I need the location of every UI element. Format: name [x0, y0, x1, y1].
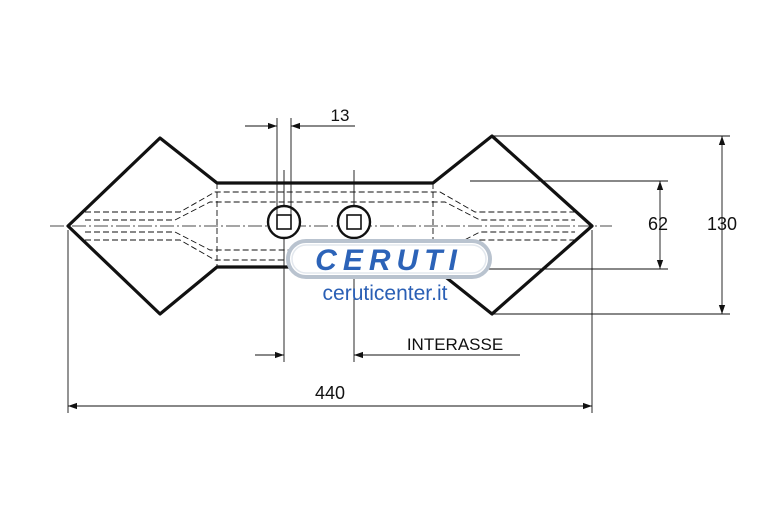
thickness-dimension	[245, 118, 355, 215]
ceruti-logo-text: CERUTI	[315, 244, 463, 277]
outer-height-value: 130	[707, 214, 737, 234]
inner-height-dimension	[470, 180, 668, 270]
inner-height-value: 62	[648, 214, 668, 234]
outer-height-dimension	[492, 135, 730, 315]
ceruti-logo: CERUTI	[286, 239, 492, 279]
mounting-hole-right	[336, 204, 372, 240]
thickness-value: 13	[331, 106, 350, 125]
interaxis-label: INTERASSE	[407, 335, 503, 354]
website-text: ceruticenter.it	[323, 282, 448, 305]
blade-outline	[66, 134, 594, 316]
total-length-value: 440	[315, 383, 345, 403]
mounting-hole-left	[266, 204, 302, 240]
